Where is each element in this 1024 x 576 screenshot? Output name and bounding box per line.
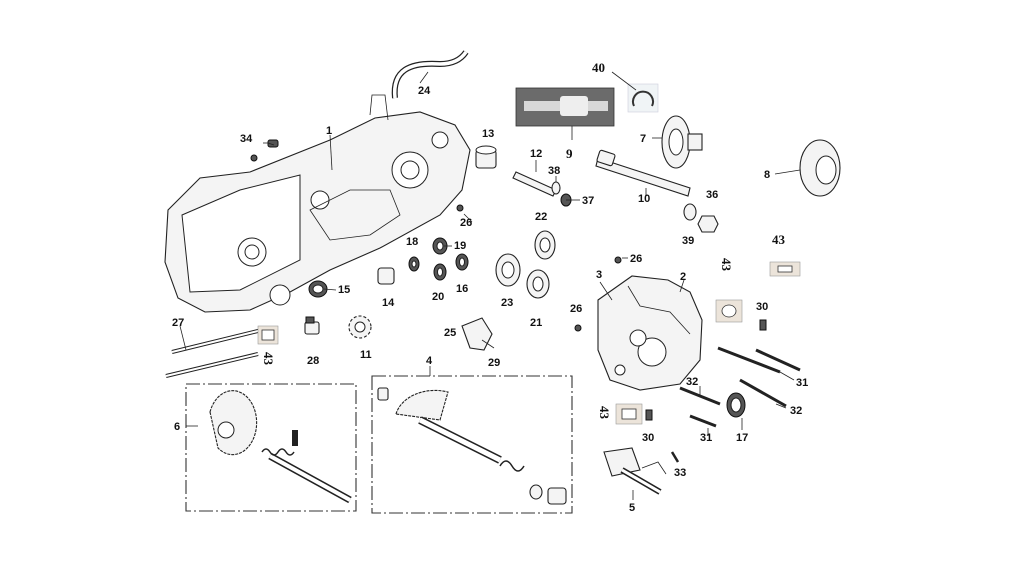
gear-part-11 — [348, 315, 372, 339]
callout-26b: 26 — [630, 253, 642, 265]
bolt-part-30-lower — [645, 409, 653, 421]
callout-13: 13 — [482, 128, 494, 140]
bracket-part-25 — [461, 317, 493, 351]
shim-part-43a — [769, 261, 801, 277]
bolt-part — [250, 139, 279, 162]
callout-36: 36 — [706, 189, 718, 201]
crankcase-part — [164, 94, 471, 313]
callout-28: 28 — [307, 355, 319, 367]
callout-31b: 31 — [700, 432, 712, 444]
gear-part-6 — [209, 390, 258, 456]
callout-20: 20 — [432, 291, 444, 303]
callout-8: 8 — [764, 169, 770, 181]
callout-23: 23 — [501, 297, 513, 309]
kick-lever-part-5 — [603, 447, 667, 495]
kick-shaft-part — [261, 430, 352, 504]
seal-part-15 — [308, 280, 328, 298]
seal-part-20 — [433, 263, 447, 281]
studs-part-27 — [165, 328, 263, 378]
kickstarter-gear-frame — [371, 375, 573, 514]
callout-16: 16 — [456, 283, 468, 295]
clutch-cover-part — [597, 275, 703, 391]
bearing-part-21 — [526, 269, 550, 299]
callout-34: 34 — [240, 133, 253, 145]
callout-26c: 26 — [570, 303, 582, 315]
callout-19: 19 — [454, 240, 466, 252]
shim-part-43b — [715, 299, 743, 323]
callout-26a: 26 — [460, 217, 472, 229]
callout-27: 27 — [172, 317, 184, 329]
callout-7: 7 — [640, 133, 646, 145]
shim-part-43d — [257, 325, 279, 345]
shaft-photo — [515, 87, 615, 127]
seal-part-17 — [726, 392, 746, 418]
shaft-part-12 — [512, 171, 557, 197]
bearing-part-23 — [495, 253, 521, 287]
callout-6: 6 — [174, 421, 180, 433]
callout-14: 14 — [382, 297, 395, 309]
bolt-part-30-upper — [759, 319, 767, 331]
callout-43d: 43 — [261, 352, 276, 366]
callout-11: 11 — [360, 349, 372, 361]
callout-43a: 43 — [772, 232, 786, 247]
callout-39: 39 — [682, 235, 694, 247]
gear-part-8 — [799, 139, 841, 197]
callout-43b: 43 — [719, 258, 734, 272]
leader-lines — [179, 71, 801, 500]
callout-1: 1 — [326, 125, 332, 137]
kickstart-assembly-frame — [185, 383, 357, 512]
breather-tube-part — [391, 50, 469, 99]
callout-5: 5 — [629, 502, 635, 514]
bearing-part-22 — [534, 230, 556, 260]
shim-part-43c — [615, 403, 643, 425]
callout-9: 9 — [566, 146, 573, 161]
callout-30b: 30 — [642, 432, 654, 444]
callout-10: 10 — [638, 193, 650, 205]
callout-37: 37 — [582, 195, 594, 207]
callout-17: 17 — [736, 432, 748, 444]
callout-38: 38 — [548, 165, 560, 177]
callout-31a: 31 — [796, 377, 808, 389]
callout-43c: 43 — [597, 406, 612, 420]
callout-32b: 32 — [790, 405, 802, 417]
nut-part-36 — [697, 215, 719, 233]
callout-25: 25 — [444, 327, 456, 339]
bolt-part-28 — [304, 316, 320, 335]
callout-15: 15 — [338, 284, 350, 296]
callout-32a: 32 — [686, 376, 698, 388]
callout-29: 29 — [488, 357, 500, 369]
gear-part-7 — [661, 115, 703, 169]
circlip-part — [627, 83, 659, 113]
washer-part-39 — [683, 203, 697, 221]
bushing-part-14 — [377, 267, 395, 285]
bolt-part-33 — [670, 451, 680, 463]
callout-labels: 1 2 3 4 5 6 7 8 9 10 11 12 13 14 15 16 1… — [172, 60, 808, 514]
bushing-part-13 — [475, 145, 497, 169]
callout-18: 18 — [406, 236, 418, 248]
callout-33: 33 — [674, 467, 686, 479]
bolt-part-26a — [456, 204, 464, 212]
callout-3: 3 — [596, 269, 602, 281]
seal-part-16 — [455, 253, 469, 271]
callout-24: 24 — [418, 85, 431, 97]
callout-40: 40 — [592, 60, 605, 75]
callout-4: 4 — [426, 355, 433, 367]
seal-part-18 — [408, 256, 420, 272]
bolt-part-26c — [574, 324, 582, 332]
callout-22: 22 — [535, 211, 547, 223]
callout-30a: 30 — [756, 301, 768, 313]
callout-21: 21 — [530, 317, 542, 329]
kick-gear-part-4 — [377, 387, 567, 505]
callout-2: 2 — [680, 271, 686, 283]
shaft-part-10 — [595, 149, 691, 197]
callout-12: 12 — [530, 148, 542, 160]
washer-part-38 — [551, 181, 561, 195]
bolts-part-31 — [689, 346, 801, 428]
bolt-part-26b — [614, 256, 622, 264]
